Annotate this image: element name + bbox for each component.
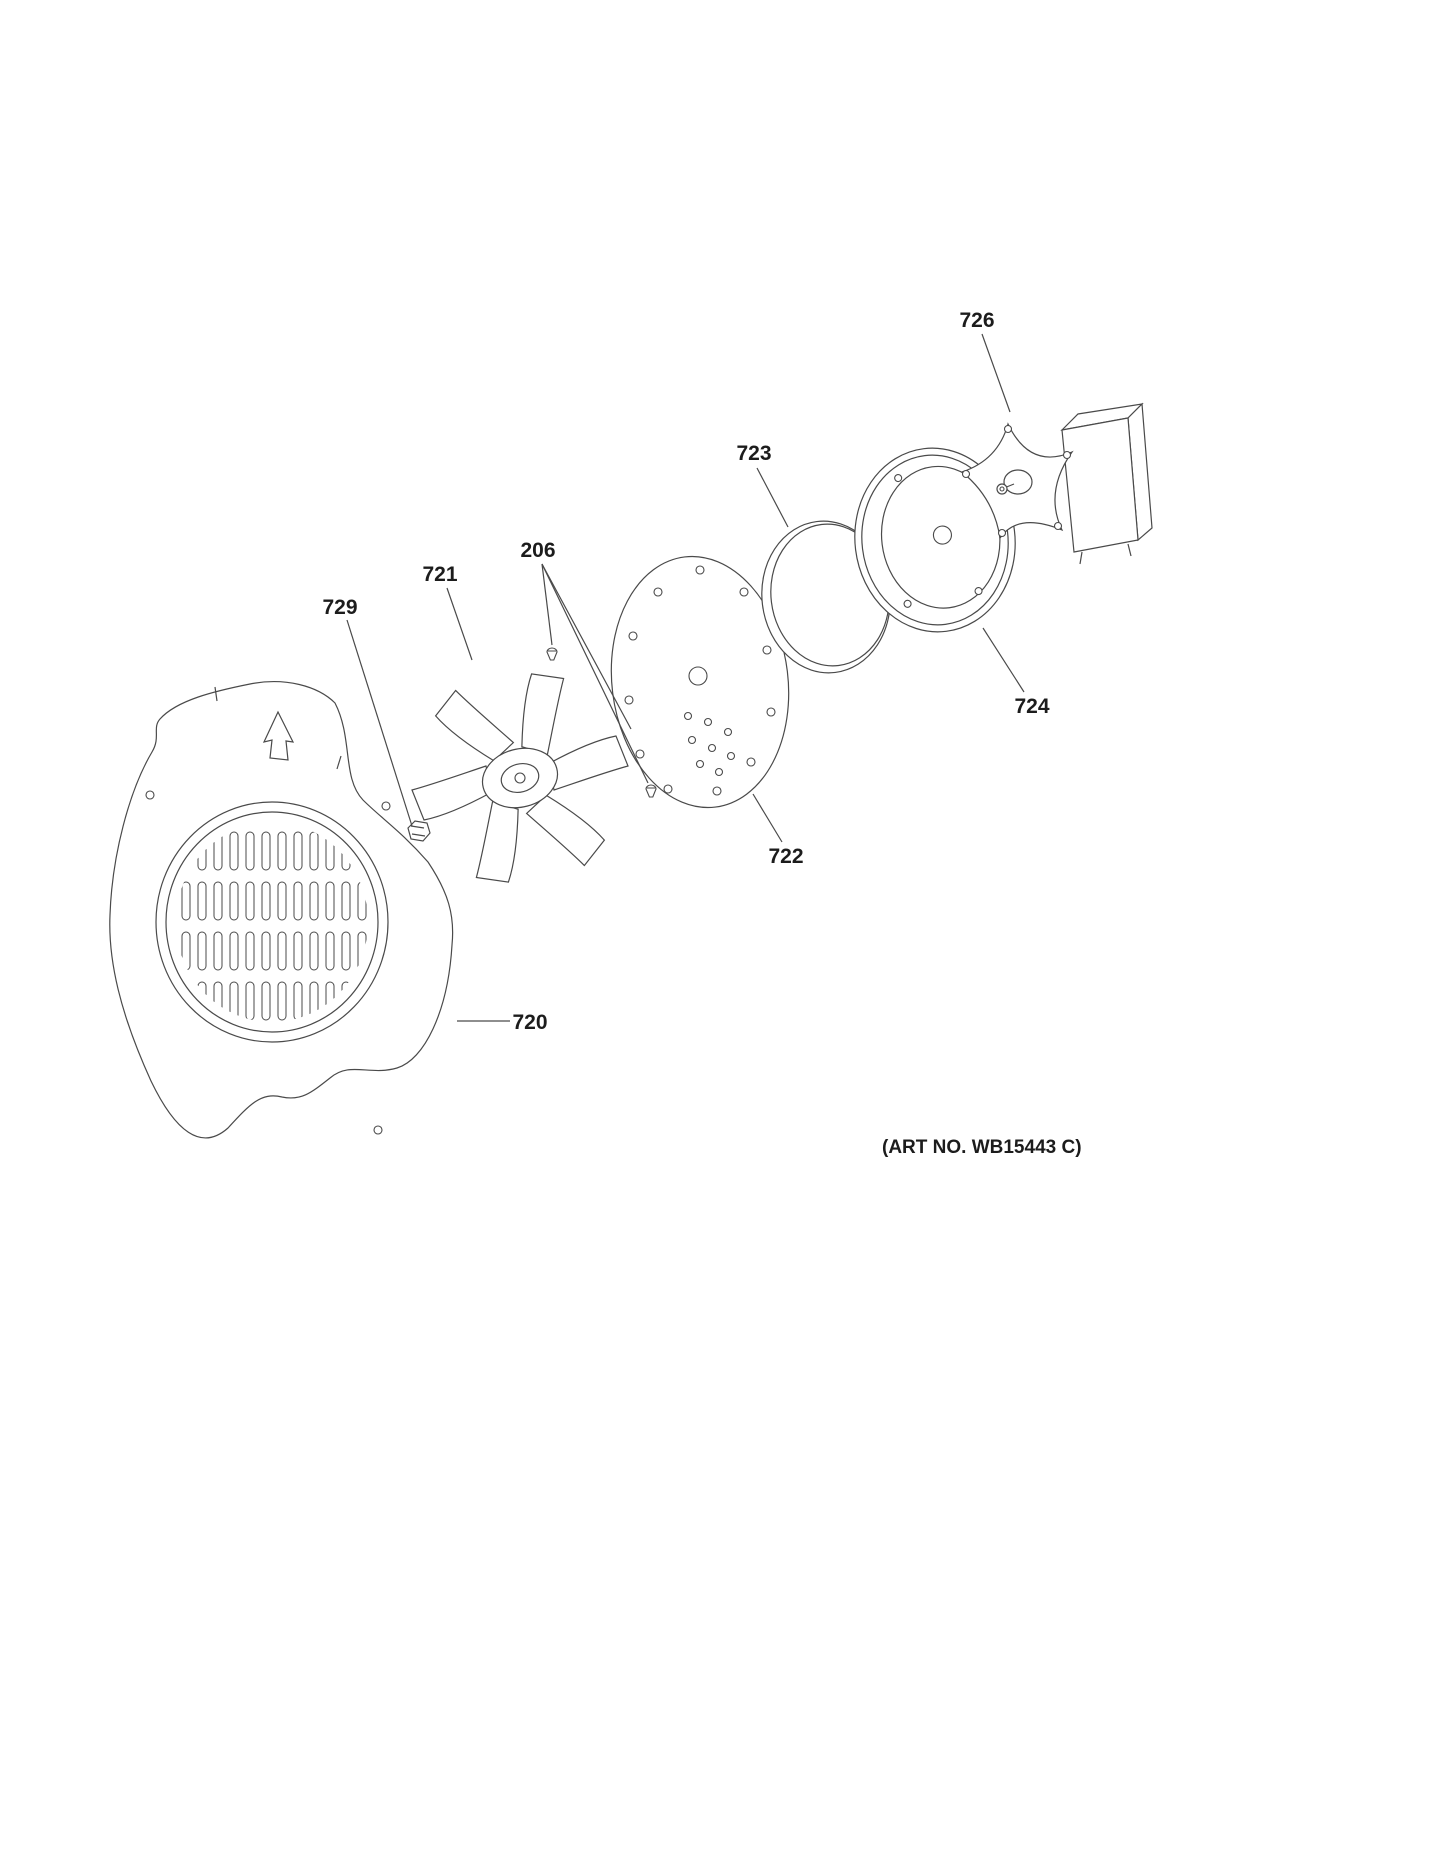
callout-723-label: 723: [736, 442, 771, 465]
flange-tab-hole: [997, 528, 1007, 538]
housing-center-hole: [932, 525, 953, 545]
callout-721-label: 721: [422, 563, 457, 586]
flange-tab-hole: [1053, 521, 1063, 531]
baffle-rim-hole: [653, 587, 663, 597]
callout-724-leader: [982, 627, 1025, 693]
baffle-cluster-hole: [707, 743, 717, 753]
baffle-rim-hole: [746, 757, 756, 767]
callout-726-leader: [981, 333, 1011, 413]
leader-lines: [346, 333, 1025, 1022]
fan-hub-shaft-hole: [514, 772, 526, 784]
callout-726-label: 726: [959, 309, 994, 332]
cover-hole: [373, 1125, 383, 1135]
cover-hole: [381, 801, 391, 811]
art-number-text: (ART NO. WB15443 C): [882, 1137, 1082, 1158]
callout-729-label: 729: [322, 596, 357, 619]
baffle-center-hole: [688, 666, 708, 686]
hex-nut-facet: [411, 833, 426, 837]
motor-shaft-tip: [999, 486, 1005, 492]
callout-723-leader: [756, 467, 789, 528]
screw: [546, 647, 558, 661]
motor-foot: [1079, 551, 1083, 565]
motor-hub: [1003, 469, 1033, 495]
baffle-rim-hole: [739, 587, 749, 597]
flange-tab-hole: [1062, 450, 1072, 460]
baffle-cluster-hole: [683, 711, 693, 721]
flange-tab-hole: [1003, 424, 1013, 434]
baffle-cluster-hole: [703, 717, 713, 727]
cover-hole: [145, 790, 155, 800]
part-729-hex-nut: [407, 820, 431, 842]
housing-hole: [894, 473, 903, 483]
motor-foot: [1127, 543, 1132, 557]
callout-206-leader: [541, 563, 553, 646]
cover-tick-mark: [214, 686, 218, 702]
baffle-cluster-hole: [726, 751, 736, 761]
baffle-cluster-hole: [723, 727, 733, 737]
callout-206-leader: [541, 563, 649, 784]
fan-hub-inner: [500, 763, 540, 793]
hex-nut-facet: [410, 825, 425, 829]
housing-inner-rim: [861, 454, 1009, 626]
housing-hole: [974, 587, 983, 596]
part-724-fan-housing-ring: [854, 447, 1016, 633]
cover-recess-outer-ring: [155, 801, 389, 1043]
callout-206-leader: [541, 563, 632, 730]
callout-720-label: 720: [512, 1011, 547, 1034]
baffle-rim-hole: [712, 786, 722, 796]
cover-vent-slots: [176, 822, 368, 1022]
cover-recess-inner-ring: [165, 811, 379, 1033]
baffle-rim-hole: [766, 707, 776, 717]
callout-721-leader: [446, 587, 473, 661]
baffle-rim-hole: [663, 784, 673, 794]
callout-724-label: 724: [1014, 695, 1049, 718]
screw: [645, 784, 657, 798]
part-720-vented-fan-cover: [109, 681, 454, 1139]
cover-tick-mark: [336, 755, 342, 770]
part-722-baffle-plate: [610, 555, 790, 809]
up-arrow-marking: [262, 710, 295, 761]
callout-722-leader: [752, 793, 783, 843]
fan-blade-paddle: [547, 735, 629, 791]
baffle-rim-hole: [624, 695, 634, 705]
callout-722-label: 722: [768, 845, 803, 868]
part-721-fan-blade: [411, 673, 629, 883]
callout-206-label: 206: [520, 539, 555, 562]
fan-blade-paddle: [525, 794, 606, 867]
baffle-cluster-hole: [695, 759, 705, 769]
baffle-cluster-hole: [714, 767, 724, 777]
part-726-convection-motor: [960, 402, 1153, 565]
baffle-cluster-hole: [687, 735, 697, 745]
flange-tab-hole: [961, 469, 971, 479]
fan-blade-paddle: [434, 689, 515, 762]
motor-body-front: [1061, 417, 1139, 553]
fan-blade-paddle: [521, 673, 565, 756]
fan-blade-paddle: [475, 800, 519, 883]
baffle-rim-hole: [628, 631, 638, 641]
baffle-rim-hole: [635, 749, 645, 759]
baffle-rim-hole: [762, 645, 772, 655]
callout-729-leader: [346, 619, 413, 827]
baffle-rim-hole: [695, 565, 705, 575]
housing-hole: [903, 599, 912, 608]
callout-labels: 726 723 206 721 729 724 722 720: [322, 309, 1049, 1034]
fan-blade-paddle: [411, 765, 493, 821]
